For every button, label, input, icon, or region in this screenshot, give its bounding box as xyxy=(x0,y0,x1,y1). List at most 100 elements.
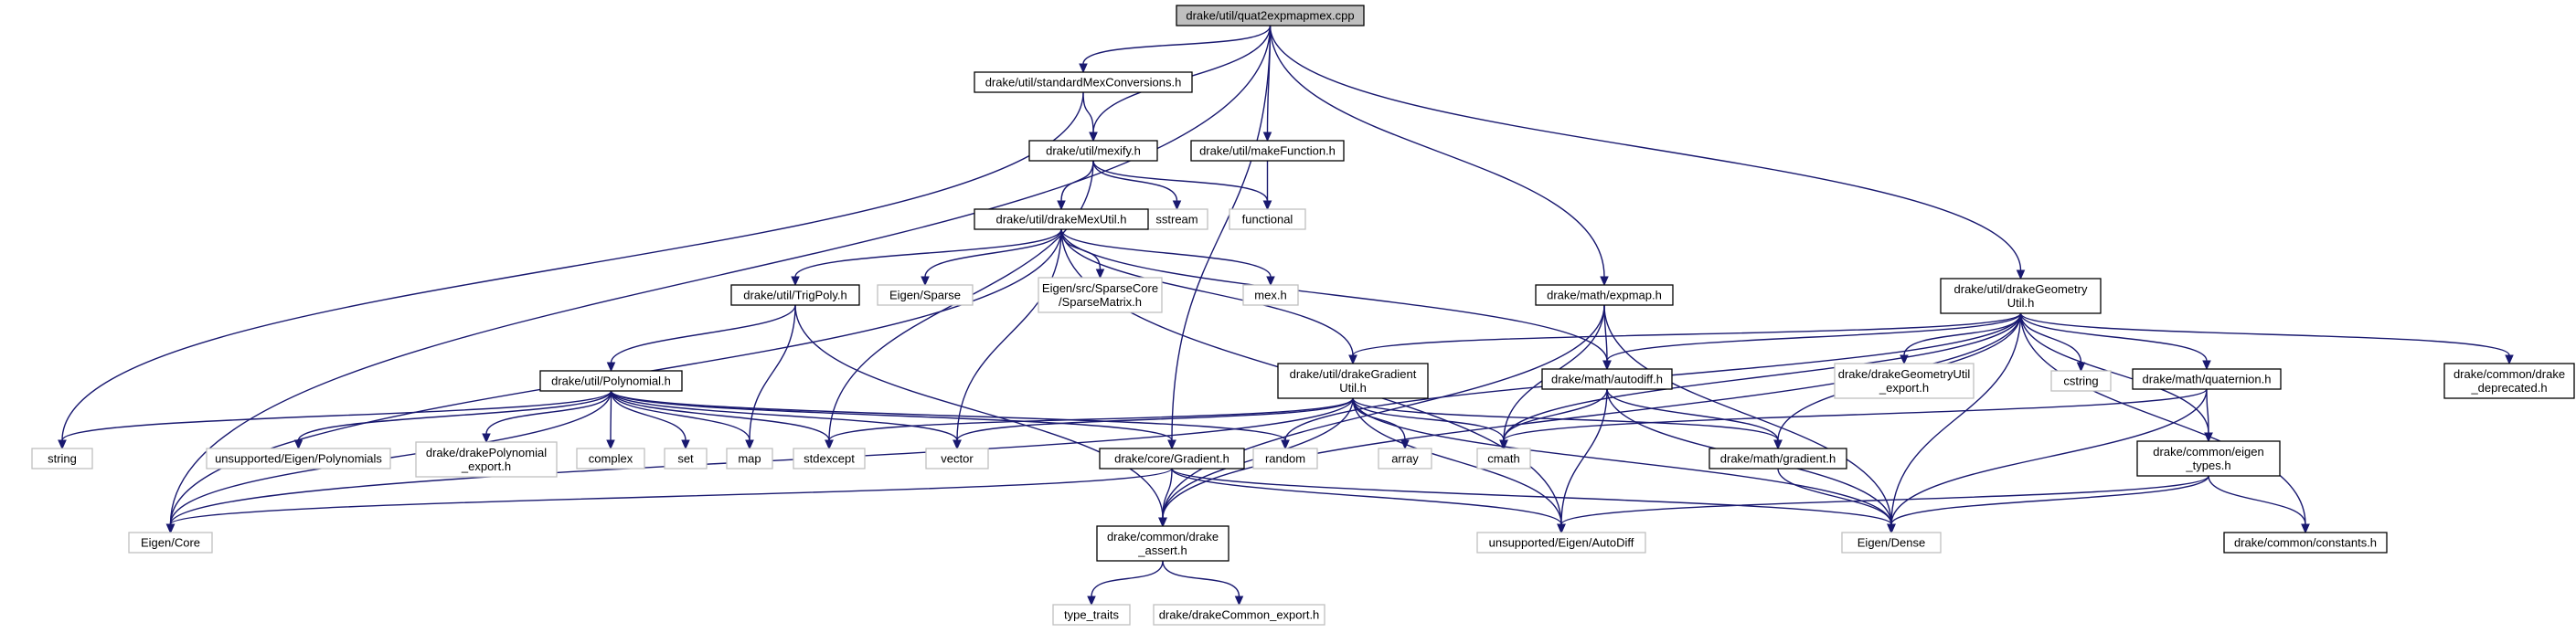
edge-root-to-smc xyxy=(1079,25,1272,74)
node-type-traits: type_traits xyxy=(1052,604,1131,626)
edge-line xyxy=(61,91,1084,441)
edge-dmu-to-mexh xyxy=(1060,228,1275,287)
edge-coregrad-to-unsupAD xyxy=(1171,468,1566,534)
node-drake-util-drakegeometryutil-h[interactable]: drake/util/drakeGeometryUtil.h xyxy=(1940,278,2102,314)
node-drake-util-drakemexutil-h[interactable]: drake/util/drakeMexUtil.h xyxy=(974,208,1149,230)
edge-smc-to-string xyxy=(58,91,1084,450)
node-label: drake/math/expmap.h xyxy=(1547,289,1662,302)
node-label: cmath xyxy=(1487,452,1519,466)
node-drake-util-mexify-h[interactable]: drake/util/mexify.h xyxy=(1028,140,1158,162)
node-label: Eigen/src/SparseCore xyxy=(1042,281,1158,295)
edge-quaternion-to-cmath xyxy=(1499,388,2208,450)
node-random: random xyxy=(1252,448,1318,469)
node-drake-drakegeometryutil-export-h: drake/drakeGeometryUtil_export.h xyxy=(1834,363,1975,399)
node-cmath: cmath xyxy=(1476,448,1531,469)
edge-line xyxy=(1560,388,1608,525)
node-drake-core-gradient-h[interactable]: drake/core/Gradient.h xyxy=(1099,448,1245,469)
edge-line xyxy=(956,397,1354,441)
node-label: drake/util/mexify.h xyxy=(1046,144,1141,158)
node-box xyxy=(1841,532,1942,554)
node-label: unsupported/Eigen/AutoDiff xyxy=(1489,536,1634,550)
edge-line xyxy=(1269,25,2022,271)
edge-poly-to-vector xyxy=(610,390,962,450)
node-drake-common-drake-deprecated-h[interactable]: drake/common/drake_deprecated.h xyxy=(2443,363,2575,399)
node-box xyxy=(974,71,1193,93)
edge-line xyxy=(828,397,1354,441)
edge-trigpoly-to-map xyxy=(745,304,796,450)
node-drake-common-drake-assert-h[interactable]: drake/common/drake_assert.h xyxy=(1096,525,1229,562)
node-box xyxy=(974,208,1149,230)
edge-line xyxy=(169,468,1173,525)
edge-line xyxy=(1352,397,1779,441)
node-label: map xyxy=(738,452,761,466)
node-drake-util-standardmexconversions-h[interactable]: drake/util/standardMexConversions.h xyxy=(974,71,1193,93)
edge-poly-to-map xyxy=(610,390,754,450)
arrowhead xyxy=(745,439,754,450)
node-label: random xyxy=(1265,452,1305,466)
node-label: complex xyxy=(589,452,633,466)
node-box xyxy=(1038,277,1163,313)
node-box xyxy=(730,284,860,306)
node-box xyxy=(1190,140,1345,162)
node-drake-util-trigpoly-h[interactable]: drake/util/TrigPoly.h xyxy=(730,284,860,306)
node-label: drake/common/eigen xyxy=(2153,445,2263,459)
node-drake-util-polynomial-h[interactable]: drake/util/Polynomial.h xyxy=(539,370,683,392)
arrowhead xyxy=(482,433,491,444)
arrowhead xyxy=(1087,596,1096,607)
arrowhead xyxy=(1167,439,1176,450)
edge-poly-to-complex xyxy=(606,390,615,450)
edge-line xyxy=(2019,312,2306,525)
node-drake-math-gradient-h[interactable]: drake/math/gradient.h xyxy=(1708,448,1847,469)
node-label: functional xyxy=(1242,213,1293,227)
edge-line xyxy=(1171,25,1272,441)
edge-line xyxy=(2019,312,2208,362)
edge-line xyxy=(1162,312,2022,519)
node-label: Eigen/Core xyxy=(141,536,200,550)
node-label: Util.h xyxy=(2007,296,2035,310)
edge-dgeo-to-quaternion xyxy=(2019,312,2211,371)
node-box xyxy=(1099,448,1245,469)
node-box xyxy=(539,370,683,392)
node-drake-drakepolynomial-export-h: drake/drakePolynomial_export.h xyxy=(415,441,558,478)
edge-coregrad-to-dassert xyxy=(1158,468,1173,528)
node-box xyxy=(1176,5,1365,26)
edge-dgeo-to-cstring xyxy=(2019,312,2086,373)
node-box xyxy=(2443,363,2575,399)
edge-line xyxy=(610,390,750,441)
edge-line xyxy=(1162,468,1173,519)
edge-poly-to-random xyxy=(610,390,1290,450)
node-box xyxy=(1834,363,1975,399)
node-box xyxy=(726,448,773,469)
edge-line xyxy=(1082,25,1272,65)
edge-line xyxy=(1092,160,1269,202)
edge-line xyxy=(61,390,612,441)
node-drake-math-autodiff-h[interactable]: drake/math/autodiff.h xyxy=(1541,368,1673,390)
edge-line xyxy=(924,228,1062,278)
edge-line xyxy=(2206,388,2209,434)
node-label: drake/util/Polynomial.h xyxy=(551,375,671,388)
edge-line xyxy=(1171,468,1892,525)
node-eigen-core: Eigen/Core xyxy=(128,532,213,554)
node-label: drake/util/drakeGeometry xyxy=(1954,282,2088,296)
node-box xyxy=(2050,370,2112,392)
edge-line xyxy=(1162,560,1240,597)
edge-trigpoly-to-dassert xyxy=(794,304,1167,528)
node-drake-util-makefunction-h[interactable]: drake/util/makeFunction.h xyxy=(1190,140,1345,162)
node-drake-common-constants-h[interactable]: drake/common/constants.h xyxy=(2223,532,2388,554)
edge-makefn-to-functional xyxy=(1262,160,1272,211)
edge-line xyxy=(2019,312,2510,356)
edge-layer xyxy=(58,25,2514,607)
edge-line xyxy=(1503,388,1608,441)
node-drake-math-quaternion-h[interactable]: drake/math/quaternion.h xyxy=(2132,368,2282,390)
node-box xyxy=(1096,525,1229,562)
node-drake-util-quat2expmapmex-cpp[interactable]: drake/util/quat2expmapmex.cpp xyxy=(1176,5,1365,26)
node-label: stdexcept xyxy=(804,452,855,466)
node-box xyxy=(415,441,558,478)
edge-line xyxy=(956,228,1062,441)
node-label: _export.h xyxy=(461,459,511,473)
edge-line xyxy=(2208,475,2306,525)
node-drake-common-eigen-types-h[interactable]: drake/common/eigen_types.h xyxy=(2136,440,2281,477)
node-label: drake/common/drake xyxy=(2454,367,2565,381)
node-drake-math-expmap-h[interactable]: drake/math/expmap.h xyxy=(1535,284,1674,306)
